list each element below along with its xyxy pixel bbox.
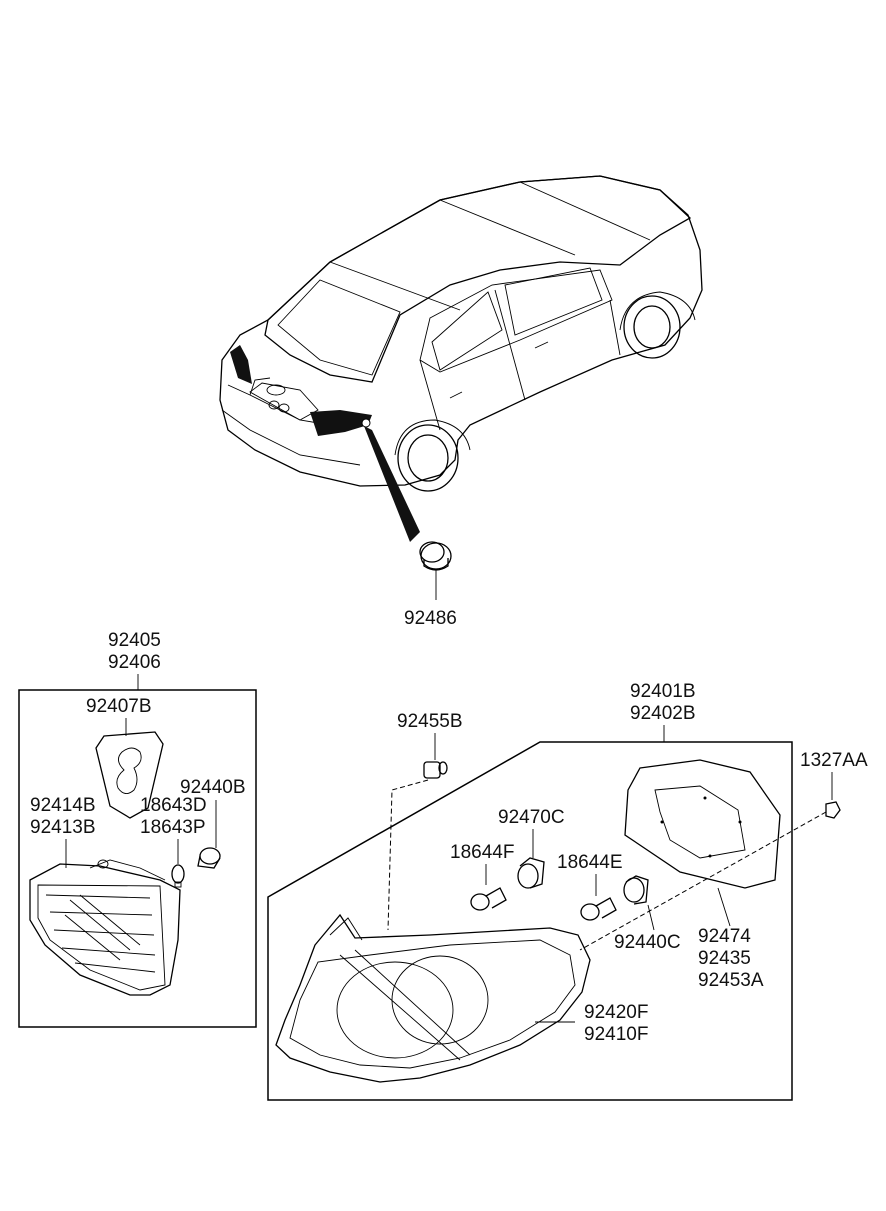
label-92474: 92474 — [698, 926, 751, 947]
nut-part — [825, 801, 841, 819]
bulb-e-part — [580, 897, 617, 921]
label-92401B: 92401B — [630, 681, 696, 702]
car-illustration — [219, 175, 703, 542]
socket-a-part — [517, 857, 545, 889]
label-18644F: 18644F — [450, 842, 514, 863]
label-92435: 92435 — [698, 948, 751, 969]
inner-lamp-housing-part — [29, 859, 181, 996]
label-92455B: 92455B — [397, 711, 463, 732]
bulb-holder-part — [423, 761, 448, 779]
socket-c-part — [623, 875, 649, 905]
label-92440C: 92440C — [614, 932, 681, 953]
label-1327AA: 1327AA — [800, 750, 868, 771]
label-92486: 92486 — [404, 608, 457, 629]
label-92405: 92405 — [108, 630, 161, 651]
label-92453A: 92453A — [698, 970, 764, 991]
assembly-guide-holder — [387, 779, 429, 931]
label-92440B: 92440B — [180, 777, 246, 798]
label-92410F: 92410F — [584, 1024, 648, 1045]
label-92470C: 92470C — [498, 807, 565, 828]
inner-lamp-frame — [18, 689, 257, 1028]
outer-gasket-part — [624, 759, 781, 889]
inner-socket-part — [197, 847, 221, 869]
label-92420F: 92420F — [584, 1002, 648, 1023]
bulb-f-part — [470, 887, 507, 911]
inner-gasket-part — [95, 731, 164, 819]
assembly-guide-nut — [579, 811, 827, 951]
label-92406: 92406 — [108, 652, 161, 673]
label-18643D: 18643D — [140, 795, 207, 816]
label-92414B: 92414B — [30, 795, 96, 816]
label-18644E: 18644E — [557, 852, 623, 873]
outer-lamp-housing-part — [275, 913, 591, 1083]
label-92402B: 92402B — [630, 703, 696, 724]
label-92413B: 92413B — [30, 817, 96, 838]
label-92407B: 92407B — [86, 696, 152, 717]
inner-bulb-part — [171, 864, 185, 888]
label-18643P: 18643P — [140, 817, 206, 838]
grommet-part — [419, 541, 452, 571]
outer-lamp-frame — [267, 741, 793, 1101]
